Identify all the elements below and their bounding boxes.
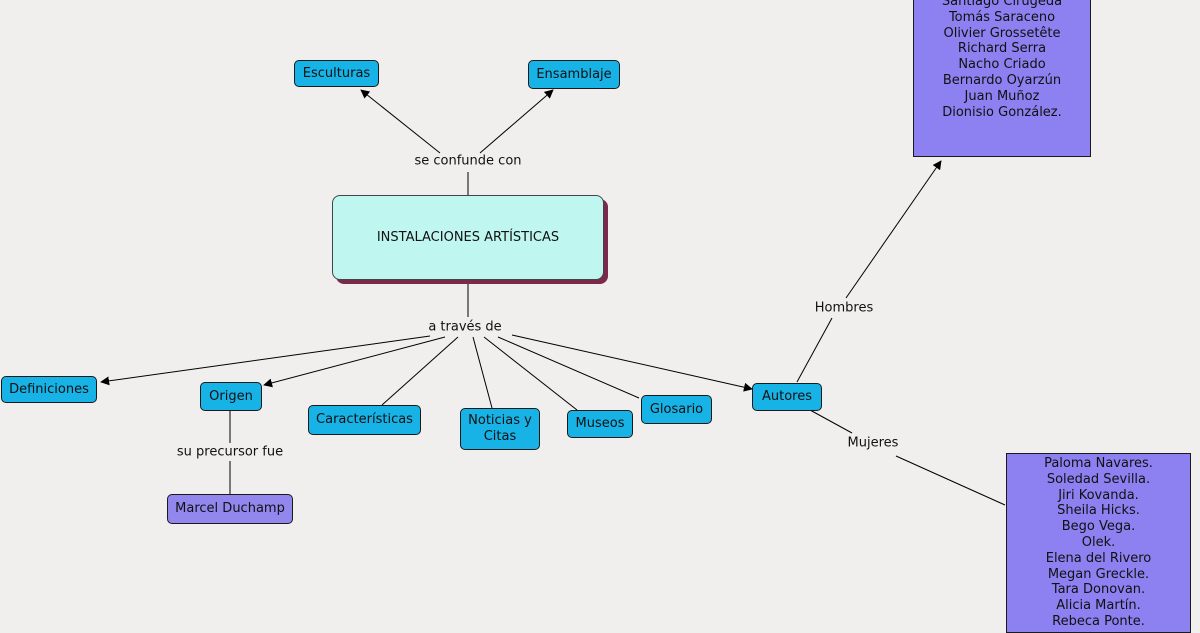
mujeres-author: Tara Donovan. (1051, 582, 1146, 598)
hombres-author: Dionisio González. (942, 104, 1062, 120)
node-marcel-duchamp[interactable]: Marcel Duchamp (167, 494, 293, 524)
panel-hombres: Santiago Cirugeda Tomás Saraceno Olivier… (913, 0, 1091, 157)
node-definiciones[interactable]: Definiciones (1, 376, 97, 403)
node-caracteristicas[interactable]: Características (308, 405, 421, 435)
node-noticias-citas[interactable]: Noticias y Citas (460, 408, 540, 450)
node-ensamblaje[interactable]: Ensamblaje (528, 60, 620, 89)
hombres-author: Richard Serra (957, 41, 1047, 57)
edge-traves-autores (511, 334, 753, 392)
link-label-traves: a través de (425, 319, 505, 335)
hombres-author: Santiago Cirugeda (941, 0, 1063, 9)
node-noticias-line1: Noticias y (468, 413, 532, 429)
edge-traves-caracteristicas (381, 336, 459, 406)
link-label-confunde: se confunde con (411, 153, 525, 169)
mujeres-author: Bego Vega. (1061, 519, 1136, 535)
link-label-precursor: su precursor fue (173, 444, 287, 460)
edge-confunde-esculturas (360, 89, 441, 154)
edge-traves-noticias (472, 336, 493, 409)
hombres-author: Olivier Grossetête (943, 25, 1061, 41)
mujeres-author: Megan Greckle. (1047, 566, 1150, 582)
hombres-author: Bernardo Oyarzún (942, 72, 1062, 88)
edge-mujeres-panel (895, 455, 1006, 506)
mujeres-author: Alicia Martín. (1056, 598, 1141, 614)
node-glosario[interactable]: Glosario (641, 395, 712, 424)
mujeres-author: Jiri Kovanda. (1058, 487, 1139, 503)
node-autores[interactable]: Autores (752, 383, 822, 411)
mujeres-author: Olek. (1081, 534, 1116, 550)
mujeres-author: Paloma Navares. (1044, 456, 1153, 471)
edge-autores-mujeres (809, 409, 853, 434)
edge-hombres-panel (845, 160, 942, 299)
mujeres-author: Soledad Sevilla. (1046, 471, 1151, 487)
hombres-author: Tomás Saraceno (948, 9, 1056, 25)
edge-traves-definiciones (100, 335, 431, 386)
link-label-mujeres: Mujeres (844, 435, 902, 451)
node-noticias-line2: Citas (483, 429, 517, 444)
hombres-author: Nacho Criado (958, 57, 1046, 73)
node-origen[interactable]: Origen (200, 382, 262, 411)
edge-traves-glosario (497, 336, 640, 399)
edge-traves-origen (263, 336, 446, 388)
edge-autores-hombres (796, 317, 833, 383)
edge-traves-museos (483, 336, 578, 411)
mujeres-author: Elena del Rivero (1045, 550, 1152, 566)
hombres-author: Juan Muñoz (964, 88, 1040, 104)
edge-confunde-ensamblaje (479, 89, 554, 154)
mujeres-author: Rebeca Ponte. (1052, 613, 1145, 629)
central-concept[interactable]: INSTALACIONES ARTÍSTICAS (332, 195, 604, 280)
link-label-hombres: Hombres (811, 300, 877, 316)
node-museos[interactable]: Museos (567, 410, 633, 438)
node-esculturas[interactable]: Esculturas (294, 60, 379, 87)
panel-mujeres: Paloma Navares. Soledad Sevilla. Jiri Ko… (1006, 453, 1191, 633)
mujeres-author: Sheila Hicks. (1057, 503, 1140, 519)
